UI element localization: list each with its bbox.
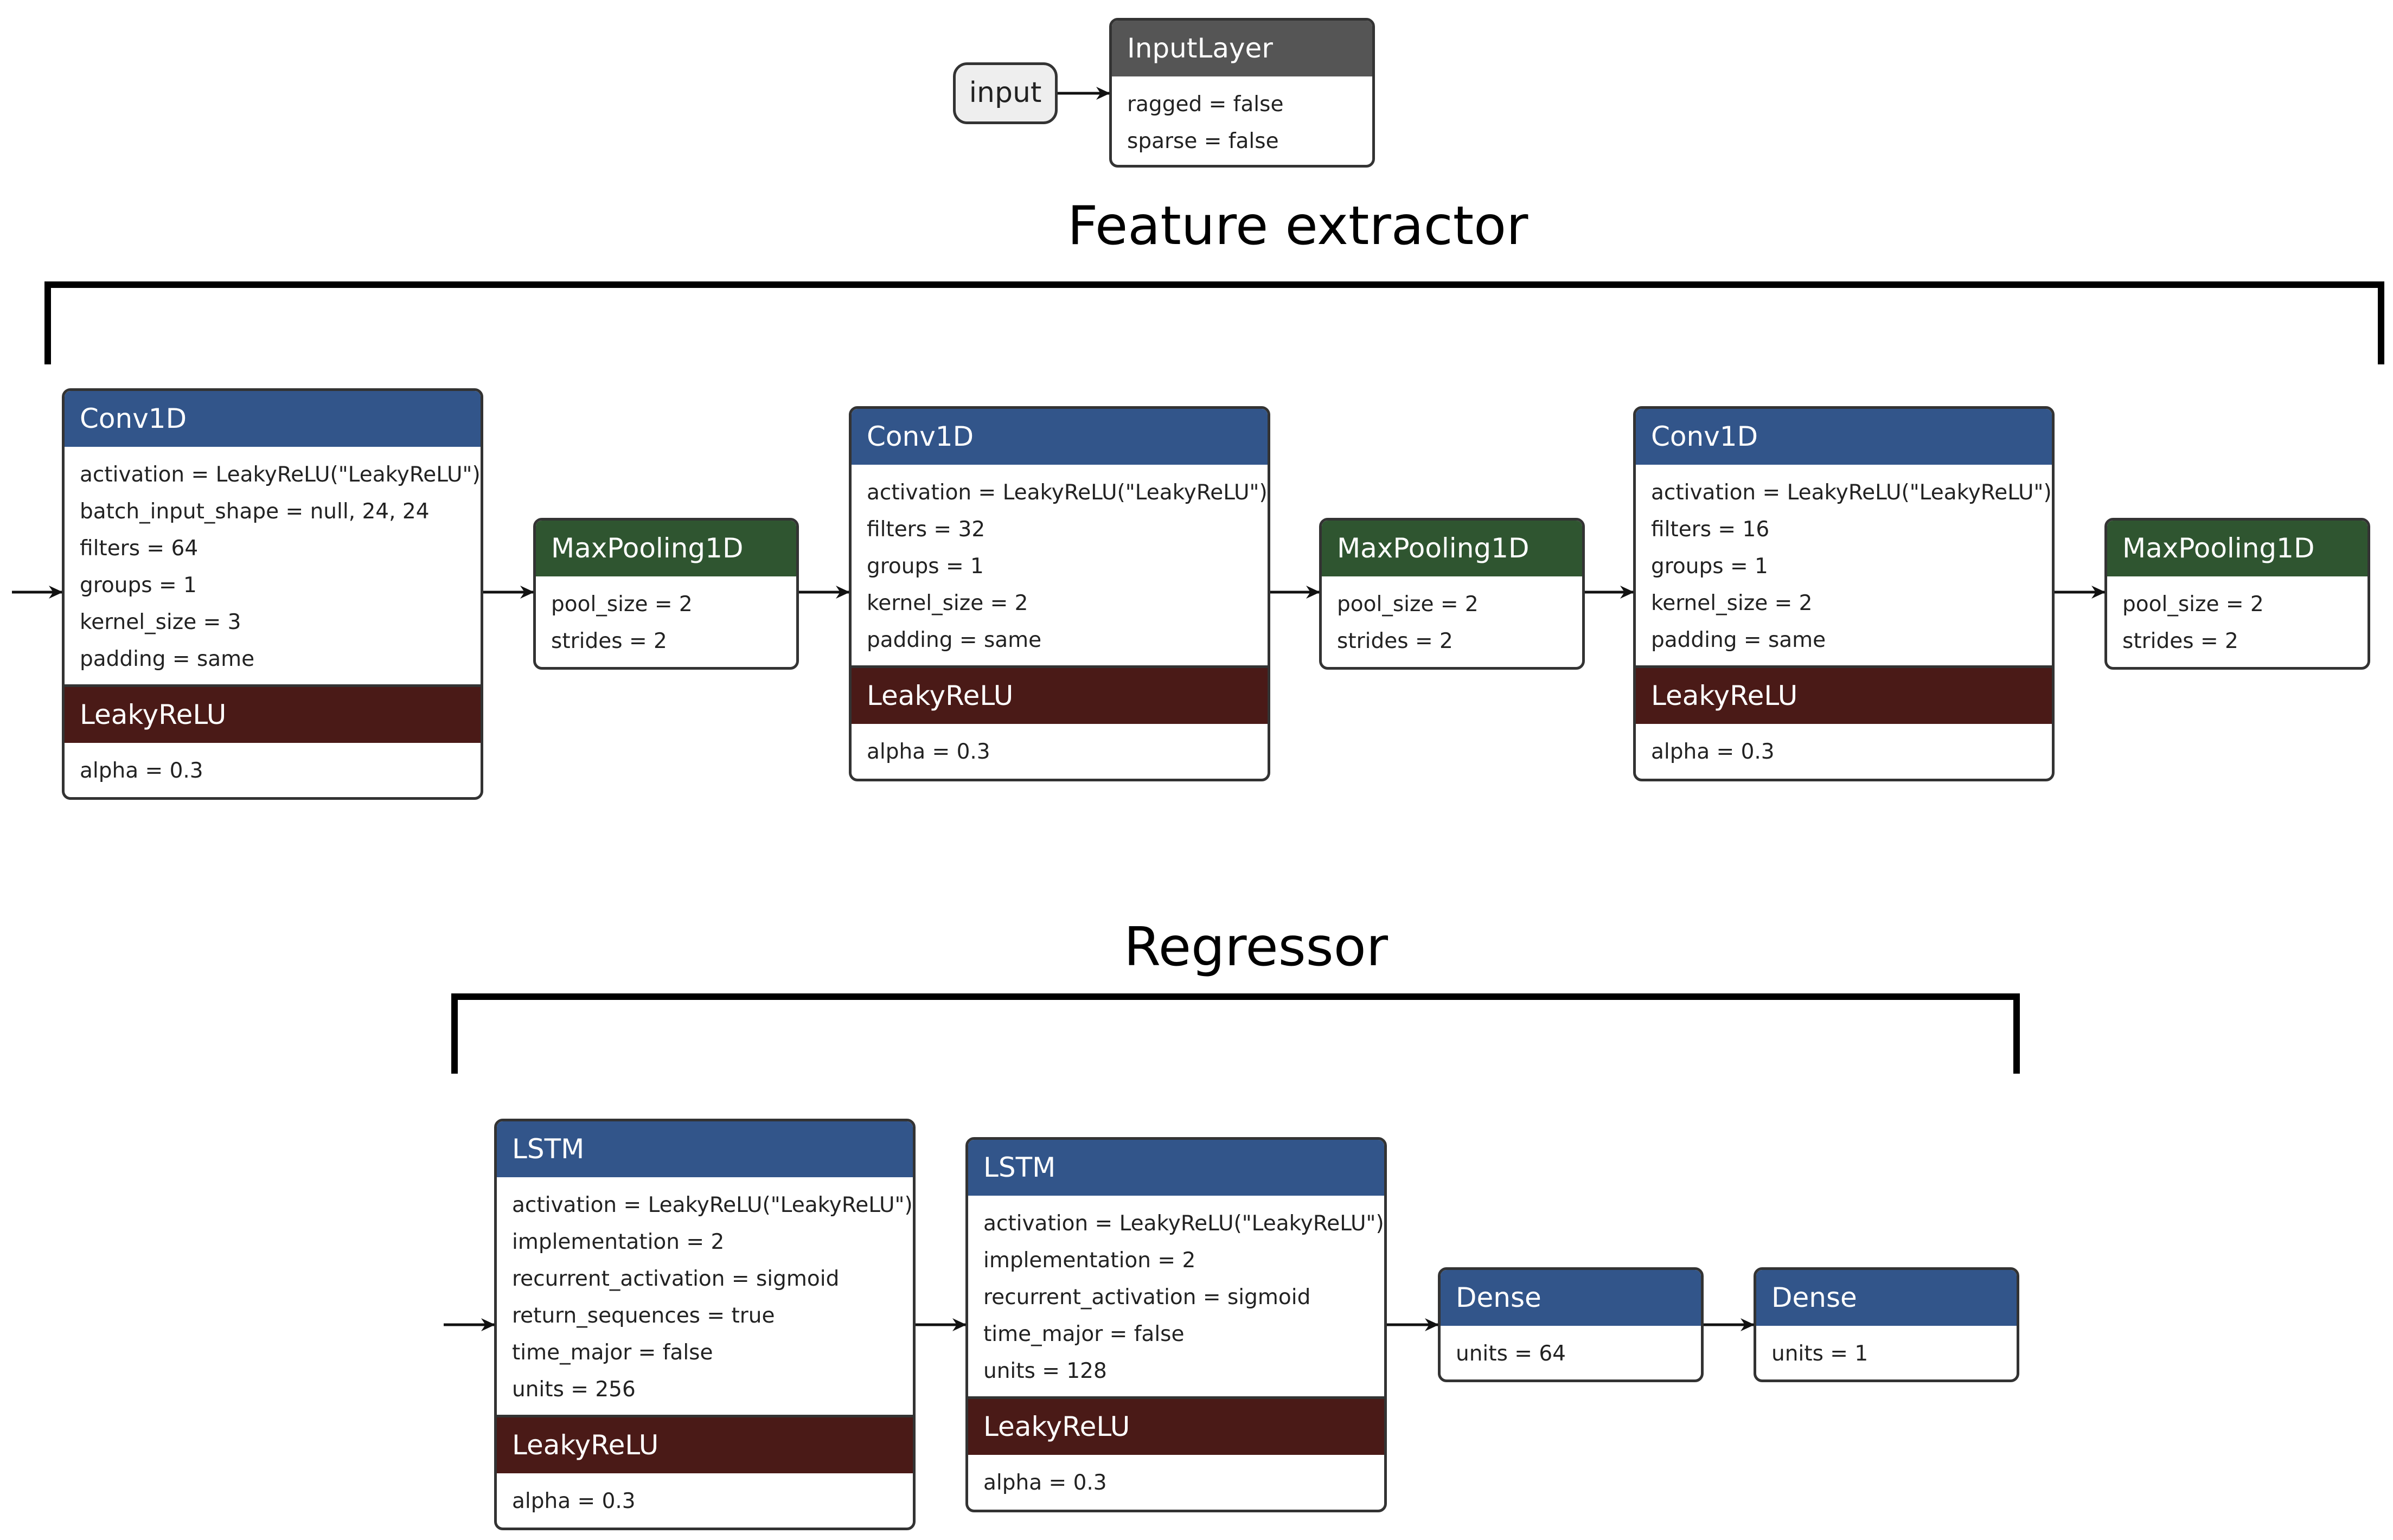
conv1d-prop: kernel_size = 3	[80, 610, 241, 634]
input-layer-prop-sparse: sparse = false	[1127, 129, 1279, 153]
conv1d-prop: groups = 1	[1651, 554, 1768, 579]
feature-extractor-bracket	[44, 281, 2384, 364]
lstm-prop: units = 128	[983, 1359, 1107, 1383]
dense-prop: units = 64	[1456, 1342, 1566, 1366]
lstm-block-1[interactable]: LSTM activation = LeakyReLU("LeakyReLU")…	[494, 1119, 916, 1530]
regressor-title: Regressor	[1124, 916, 1388, 978]
conv1d-prop: kernel_size = 2	[1651, 591, 1813, 615]
maxpooling1d-prop: pool_size = 2	[551, 592, 693, 617]
conv1d-prop: filters = 16	[1651, 517, 1770, 542]
conv1d-prop: batch_input_shape = null, 24, 24	[80, 499, 430, 524]
input-layer-prop-ragged: ragged = false	[1127, 92, 1284, 117]
input-layer-node[interactable]: InputLayer ragged = false sparse = false	[1109, 18, 1375, 168]
input-node[interactable]: input	[953, 62, 1058, 124]
leakyrelu-prop: alpha = 0.3	[80, 759, 203, 783]
feature-extractor-title: Feature extractor	[1067, 195, 1528, 257]
maxpooling1d-prop: pool_size = 2	[2122, 592, 2264, 617]
conv1d-prop: filters = 64	[80, 536, 199, 561]
maxpooling1d-header: MaxPooling1D	[1322, 521, 1582, 576]
conv1d-prop: groups = 1	[80, 573, 197, 598]
lstm-prop: time_major = false	[512, 1340, 713, 1365]
leakyrelu-header: LeakyReLU	[1636, 665, 2052, 724]
maxpooling1d-prop: strides = 2	[1337, 629, 1453, 653]
input-label: input	[969, 76, 1042, 109]
conv1d-header: Conv1D	[1636, 409, 2052, 465]
conv1d-block-3[interactable]: Conv1D activation = LeakyReLU("LeakyReLU…	[1633, 406, 2055, 781]
conv1d-prop: filters = 32	[867, 517, 986, 542]
leakyrelu-prop: alpha = 0.3	[1651, 740, 1775, 764]
lstm-block-2[interactable]: LSTM activation = LeakyReLU("LeakyReLU")…	[965, 1137, 1387, 1512]
leakyrelu-header: LeakyReLU	[968, 1396, 1384, 1455]
dense-block-2[interactable]: Dense units = 1	[1754, 1267, 2019, 1382]
conv1d-prop: kernel_size = 2	[867, 591, 1028, 615]
conv1d-prop: activation = LeakyReLU("LeakyReLU")	[1651, 480, 2052, 505]
maxpooling1d-prop: strides = 2	[2122, 629, 2238, 653]
conv1d-prop: activation = LeakyReLU("LeakyReLU")	[80, 463, 481, 487]
conv1d-prop: activation = LeakyReLU("LeakyReLU")	[867, 480, 1268, 505]
conv1d-block-1[interactable]: Conv1D activation = LeakyReLU("LeakyReLU…	[62, 388, 483, 800]
leakyrelu-prop: alpha = 0.3	[983, 1471, 1107, 1495]
maxpooling1d-header: MaxPooling1D	[2107, 521, 2368, 576]
leakyrelu-prop: alpha = 0.3	[512, 1489, 636, 1513]
lstm-header: LSTM	[497, 1121, 913, 1177]
conv1d-block-2[interactable]: Conv1D activation = LeakyReLU("LeakyReLU…	[849, 406, 1270, 781]
maxpooling1d-block-2[interactable]: MaxPooling1D pool_size = 2 strides = 2	[1319, 518, 1585, 670]
lstm-prop: units = 256	[512, 1377, 636, 1402]
dense-header: Dense	[1441, 1270, 1701, 1326]
conv1d-header: Conv1D	[65, 391, 481, 447]
lstm-prop: return_sequences = true	[512, 1304, 775, 1328]
lstm-prop: time_major = false	[983, 1322, 1185, 1346]
leakyrelu-header: LeakyReLU	[497, 1415, 913, 1473]
lstm-prop: activation = LeakyReLU("LeakyReLU")	[983, 1211, 1384, 1236]
lstm-prop: recurrent_activation = sigmoid	[983, 1285, 1311, 1310]
leakyrelu-header: LeakyReLU	[852, 665, 1268, 724]
lstm-prop: implementation = 2	[983, 1248, 1196, 1273]
maxpooling1d-block-3[interactable]: MaxPooling1D pool_size = 2 strides = 2	[2104, 518, 2370, 670]
dense-block-1[interactable]: Dense units = 64	[1438, 1267, 1704, 1382]
leakyrelu-prop: alpha = 0.3	[867, 740, 990, 764]
conv1d-prop: groups = 1	[867, 554, 984, 579]
maxpooling1d-header: MaxPooling1D	[536, 521, 796, 576]
conv1d-header: Conv1D	[852, 409, 1268, 465]
lstm-prop: activation = LeakyReLU("LeakyReLU")	[512, 1193, 913, 1217]
dense-prop: units = 1	[1771, 1342, 1869, 1366]
maxpooling1d-prop: strides = 2	[551, 629, 667, 653]
input-layer-header: InputLayer	[1112, 21, 1372, 76]
dense-header: Dense	[1756, 1270, 2017, 1326]
regressor-bracket	[451, 993, 2020, 1074]
lstm-prop: implementation = 2	[512, 1230, 725, 1254]
conv1d-prop: padding = same	[80, 647, 255, 671]
maxpooling1d-block-1[interactable]: MaxPooling1D pool_size = 2 strides = 2	[533, 518, 799, 670]
lstm-header: LSTM	[968, 1140, 1384, 1196]
conv1d-prop: padding = same	[867, 628, 1042, 652]
lstm-prop: recurrent_activation = sigmoid	[512, 1267, 840, 1291]
leakyrelu-header: LeakyReLU	[65, 684, 481, 743]
maxpooling1d-prop: pool_size = 2	[1337, 592, 1479, 617]
conv1d-prop: padding = same	[1651, 628, 1826, 652]
